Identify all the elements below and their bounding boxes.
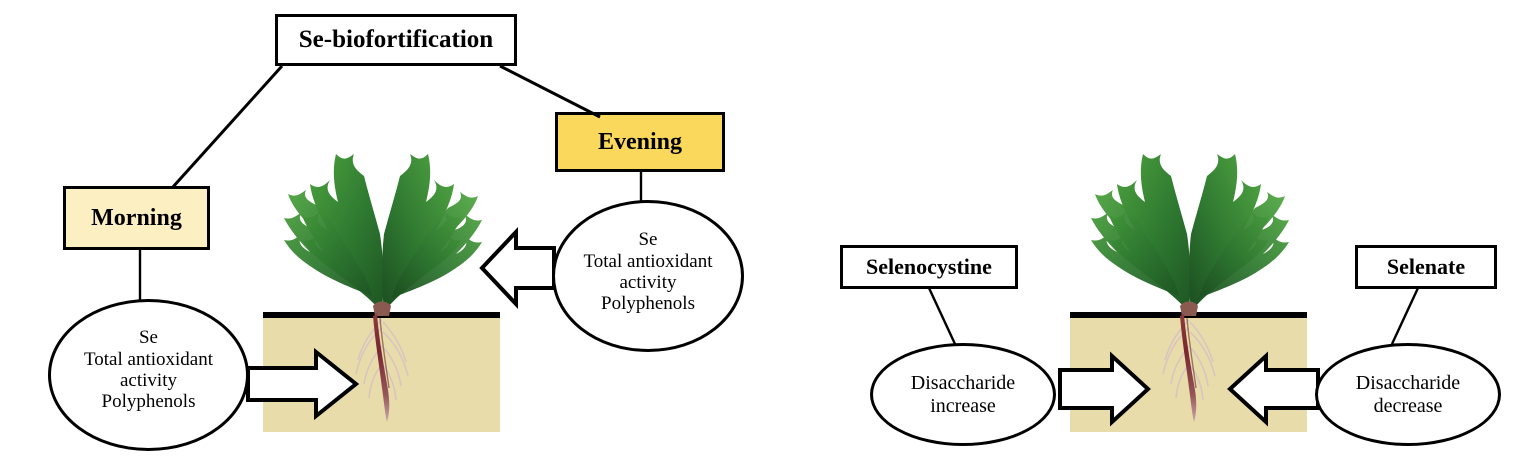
morning-label: Morning	[91, 204, 182, 231]
disaccharide-decrease-label: Disaccharide decrease	[1355, 372, 1461, 417]
disaccharide-decrease-ellipse[interactable]: Disaccharide decrease	[1315, 343, 1501, 446]
evening-ellipse[interactable]: Se Total antioxidant activity Polyphenol…	[552, 200, 744, 352]
selenocystine-label: Selenocystine	[866, 253, 992, 279]
se-biofortification-box[interactable]: Se-biofortification	[275, 14, 517, 66]
disaccharide-increase-label: Disaccharide increase	[910, 372, 1016, 417]
morning-ellipse-label: Se Total antioxidant activity Polyphenol…	[83, 327, 213, 413]
disaccharide-increase-ellipse[interactable]: Disaccharide increase	[870, 343, 1056, 446]
se-biofortification-label: Se-biofortification	[298, 26, 494, 53]
soil-surface-line-left	[263, 312, 500, 318]
morning-ellipse[interactable]: Se Total antioxidant activity Polyphenol…	[48, 299, 249, 451]
evening-box[interactable]: Evening	[555, 112, 725, 172]
morning-box[interactable]: Morning	[63, 186, 210, 250]
soil-block-right	[1070, 317, 1307, 432]
selenate-label: Selenate	[1386, 253, 1466, 279]
selenate-box[interactable]: Selenate	[1355, 245, 1497, 289]
evening-to-leaves-arrow	[479, 226, 556, 310]
evening-ellipse-label: Se Total antioxidant activity Polyphenol…	[583, 229, 713, 315]
selenocystine-box[interactable]: Selenocystine	[840, 245, 1018, 289]
soil-block-left	[263, 317, 500, 432]
evening-label: Evening	[597, 128, 683, 155]
soil-surface-line-right	[1070, 312, 1307, 318]
